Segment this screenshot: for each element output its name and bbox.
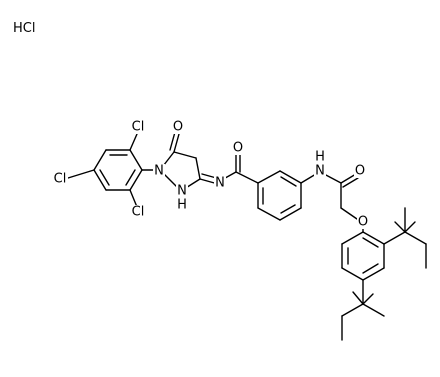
hydrogen-atom: H bbox=[177, 198, 187, 213]
oxygen-atom: O bbox=[355, 164, 365, 179]
bond bbox=[323, 173, 342, 184]
bond bbox=[279, 207, 302, 221]
bond bbox=[67, 169, 95, 179]
bond bbox=[257, 207, 281, 221]
bond bbox=[129, 169, 143, 191]
bond bbox=[279, 170, 302, 184]
bond bbox=[352, 291, 364, 305]
chlorine-atom: Cl bbox=[132, 205, 145, 220]
nitrogen-atom: N bbox=[177, 184, 187, 199]
bond bbox=[195, 157, 201, 180]
bond bbox=[129, 133, 138, 151]
bond bbox=[342, 177, 359, 188]
bond bbox=[173, 133, 180, 153]
bond bbox=[235, 171, 259, 184]
bond bbox=[280, 204, 296, 214]
bond bbox=[341, 231, 364, 245]
nitrogen-atom: N bbox=[154, 164, 164, 179]
bond bbox=[404, 231, 427, 245]
bond bbox=[362, 293, 374, 305]
bond bbox=[129, 149, 143, 171]
bond bbox=[362, 267, 385, 281]
bond bbox=[173, 151, 197, 159]
oxygen-atom: O bbox=[173, 120, 183, 135]
bond bbox=[362, 231, 385, 245]
bond bbox=[362, 237, 379, 248]
bond bbox=[362, 303, 385, 317]
chlorine-atom: Cl bbox=[54, 172, 67, 187]
bond bbox=[341, 303, 364, 317]
bond bbox=[341, 267, 364, 281]
bond bbox=[125, 169, 136, 186]
atom-labels: Cl Cl Cl O N N H N O N H O O bbox=[52, 120, 369, 230]
bond bbox=[340, 207, 358, 220]
bond bbox=[383, 231, 406, 245]
bond bbox=[257, 170, 281, 184]
bond bbox=[362, 263, 379, 274]
bond bbox=[93, 149, 107, 171]
oxygen-atom: O bbox=[358, 215, 368, 230]
bond bbox=[93, 169, 107, 191]
bond bbox=[340, 173, 357, 184]
bond bbox=[404, 221, 416, 233]
bond bbox=[280, 176, 297, 187]
bond bbox=[394, 221, 406, 233]
oxygen-atom: O bbox=[233, 141, 243, 156]
nitrogen-atom: N bbox=[215, 176, 225, 191]
hydrogen-atom: H bbox=[315, 150, 325, 165]
chlorine-atom: Cl bbox=[132, 120, 145, 135]
bond bbox=[300, 173, 317, 184]
nitrogen-atom: N bbox=[315, 164, 325, 179]
bond bbox=[169, 131, 176, 151]
bonds bbox=[67, 131, 427, 341]
bond bbox=[99, 169, 110, 186]
bond bbox=[129, 189, 138, 208]
salt-label: HCl bbox=[13, 21, 35, 36]
